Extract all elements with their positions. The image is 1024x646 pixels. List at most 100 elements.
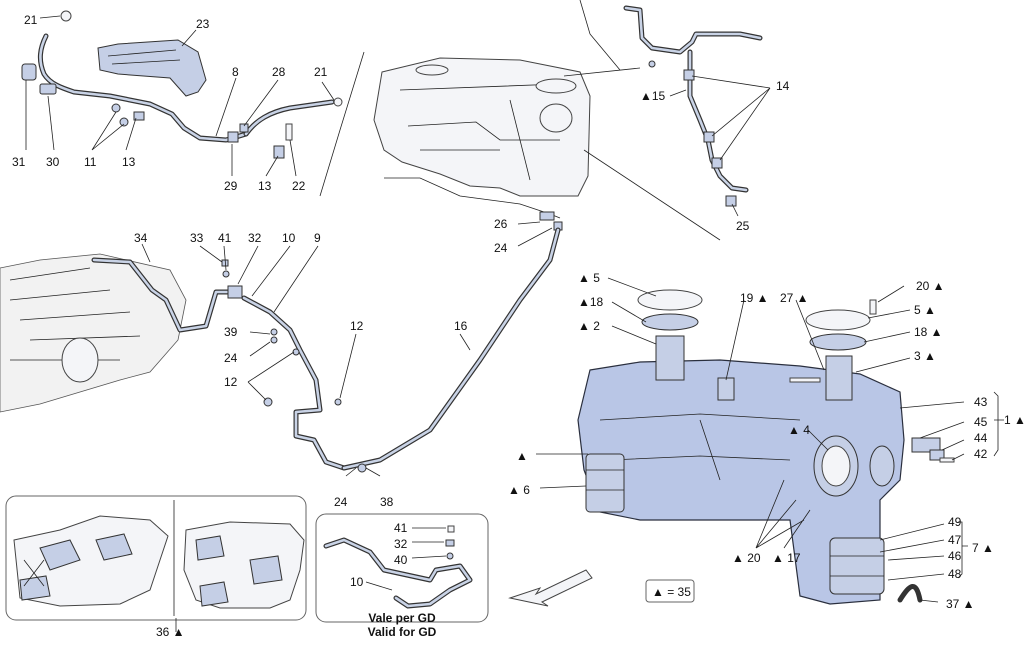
clip-40 (446, 552, 454, 560)
callout-32a: 32 (248, 231, 262, 245)
callout-36: 36 ▲ (156, 625, 185, 639)
inset-box-gd (315, 513, 489, 623)
sensor-44 (929, 449, 945, 461)
nut-11a (111, 103, 121, 113)
callout-42: 42 (974, 447, 988, 461)
clip-13a (133, 111, 145, 121)
bolt-41b (447, 525, 455, 533)
callout-28: 28 (272, 65, 286, 79)
tank-outline (373, 57, 591, 197)
clip-12a (292, 348, 300, 356)
connector-14c (711, 157, 723, 169)
callout-9: 9 (314, 231, 321, 245)
callout-46: 46 (948, 549, 962, 563)
pump-7 (829, 537, 885, 595)
hose-37 (897, 584, 923, 603)
callout-37: 37 ▲ (946, 597, 975, 611)
pin-42 (939, 457, 955, 463)
callout-4: ▲ 4 (788, 423, 810, 437)
fitting-38 (357, 463, 367, 473)
fuel-line-16 (341, 227, 561, 471)
callout-22: 22 (292, 179, 306, 193)
tank-sump (539, 103, 573, 133)
callout-20a: 20 ▲ (916, 279, 945, 293)
clamp-10a (227, 285, 243, 299)
callout-32b: 32 (394, 537, 408, 551)
bracket-30 (39, 83, 57, 95)
vent-lines-14 (623, 5, 771, 217)
clip-14d (648, 60, 656, 68)
callout-26: 26 (494, 217, 508, 231)
clip-21a (60, 10, 72, 22)
callout-7: 7 ▲ (972, 541, 994, 555)
callout-24b: 24 (224, 351, 238, 365)
callout-18a: ▲18 (578, 295, 604, 309)
callout-19: 19 ▲ (740, 291, 769, 305)
callout-2: ▲ 2 (578, 319, 600, 333)
callout-3: 3 ▲ (914, 349, 936, 363)
sensor-45 (911, 437, 941, 453)
callout-12a: 12 (350, 319, 364, 333)
callout-33: 33 (190, 231, 204, 245)
callout-31: 31 (12, 155, 26, 169)
legend-text: ▲ = 35 (652, 585, 691, 599)
inset-caption-en: Valid for GD (368, 625, 437, 639)
callout-21a: 21 (24, 13, 38, 27)
callout-6: ▲ 6 (508, 483, 530, 497)
engine-section (0, 227, 561, 477)
callout-41b: 41 (394, 521, 408, 535)
gd-inset (315, 513, 489, 623)
pump-6 (585, 453, 625, 513)
clip-21b (333, 97, 343, 107)
nut-41a (222, 270, 230, 278)
callout-17: ▲ 17 (772, 551, 801, 565)
callout-30: 30 (46, 155, 60, 169)
inset-caption-it: Vale per GD (368, 611, 436, 625)
bolt-22 (285, 123, 293, 141)
callout-5a: ▲ 5 (578, 271, 600, 285)
callout-10b: 10 (350, 575, 364, 589)
seal-18a (641, 313, 699, 331)
heat-shield-23 (97, 39, 207, 97)
clip-28 (239, 123, 249, 133)
front-direction-arrow (508, 569, 593, 607)
callout-24a: 24 (494, 241, 508, 255)
callout-40: 40 (394, 553, 408, 567)
tank-flange-left (415, 64, 449, 76)
callout-5b: 5 ▲ (914, 303, 936, 317)
engine-pulley (61, 337, 99, 383)
tank-flange-right (535, 78, 577, 94)
inset-box-36 (5, 495, 307, 621)
filler-hose-group (21, 10, 343, 177)
callout-27: 27 ▲ (780, 291, 809, 305)
rod-27 (789, 377, 821, 383)
clip-25 (725, 195, 737, 207)
callout-47: 47 (948, 533, 962, 547)
seal-18b (809, 333, 867, 351)
callout-23: 23 (196, 17, 210, 31)
pump-unit-2 (655, 335, 685, 381)
ring-5b (805, 309, 871, 331)
callout-49: 49 (948, 515, 962, 529)
shield-pads-right (195, 535, 283, 607)
tank-sender-port (869, 445, 895, 487)
callout-15: ▲15 (640, 89, 666, 103)
callout-13a: 13 (122, 155, 136, 169)
connector-14b (703, 131, 715, 143)
callout-tri: ▲ (516, 449, 528, 463)
callout-11: 11 (84, 155, 97, 169)
callout-18b: 18 ▲ (914, 325, 943, 339)
clamp-31 (21, 63, 37, 81)
nut-11b (119, 117, 129, 127)
connector-14a (683, 69, 695, 81)
sender-unit-3 (825, 355, 853, 401)
callout-48: 48 (948, 567, 962, 581)
callout-24c: 24 (334, 495, 348, 509)
callout-14: 14 (776, 79, 790, 93)
callout-12b: 12 (224, 375, 238, 389)
clip-39a (270, 328, 278, 336)
callout-13b: 13 (258, 179, 272, 193)
bolt-20 (869, 299, 877, 315)
